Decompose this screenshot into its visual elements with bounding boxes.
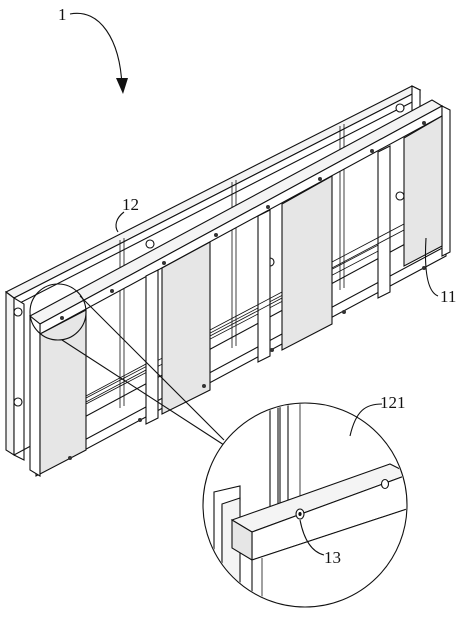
- detail-connector-top: [79, 295, 225, 441]
- panel-c: [281, 175, 333, 351]
- detail-connector-bottom: [61, 339, 225, 446]
- panel-d: [403, 115, 443, 267]
- leader-beam: [349, 403, 383, 437]
- leader-panel: [425, 237, 439, 297]
- label-beam: 121: [380, 393, 406, 412]
- panel-b: [161, 241, 211, 415]
- label-frame: 12: [122, 195, 139, 214]
- assembly-arrowhead: [116, 78, 128, 94]
- label-assembly: 1: [58, 5, 67, 24]
- label-panel: 11: [440, 287, 456, 306]
- leader-hole: [299, 519, 325, 556]
- leader-frame: [115, 211, 125, 233]
- label-hole: 13: [324, 548, 341, 567]
- detail-callout-circle: [29, 283, 87, 341]
- rear-frame: [4, 85, 422, 461]
- assembly-arrow: [69, 12, 123, 87]
- panel-a: [39, 309, 87, 475]
- front-frame: [29, 99, 451, 477]
- detail-view: [202, 402, 408, 608]
